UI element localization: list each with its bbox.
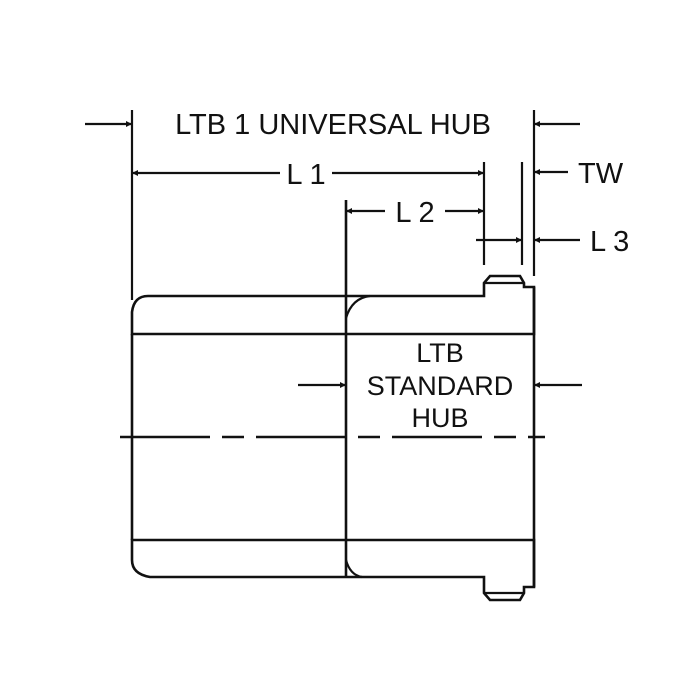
- standard-hub-label-line3: HUB: [411, 403, 468, 433]
- tw-label: TW: [578, 158, 624, 190]
- l3-label: L 3: [590, 226, 629, 258]
- l3-dimension: L 3: [476, 226, 629, 258]
- standard-hub-label-line1: LTB: [416, 338, 464, 368]
- universal-hub-label: LTB 1 UNIVERSAL HUB: [175, 109, 491, 141]
- tw-dimension: TW: [534, 158, 624, 190]
- l2-dimension: L 2: [346, 197, 484, 229]
- l1-label: L 1: [286, 159, 325, 191]
- extension-lines: [130, 110, 536, 300]
- standard-hub-label-line2: STANDARD: [367, 371, 514, 401]
- l2-label: L 2: [395, 197, 434, 229]
- top-wall-section: [130, 274, 536, 336]
- standard-hub-dimension: LTB STANDARD HUB: [298, 338, 582, 433]
- l1-dimension: L 1: [132, 159, 484, 191]
- universal-hub-dimension: LTB 1 UNIVERSAL HUB: [85, 109, 580, 141]
- bottom-wall-section: [130, 538, 536, 602]
